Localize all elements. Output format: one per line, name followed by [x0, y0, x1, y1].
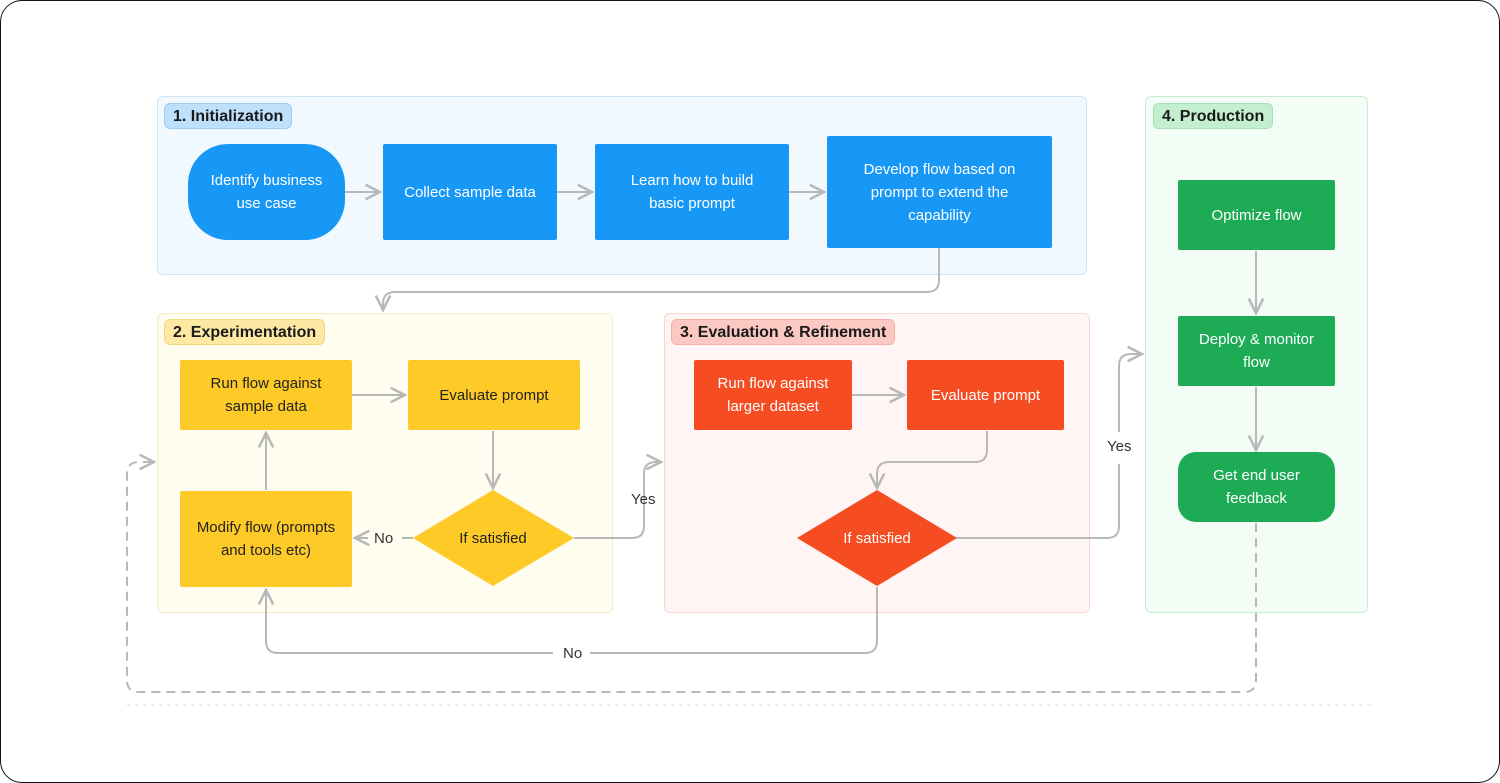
- section-title-production: 4. Production: [1153, 103, 1274, 129]
- edge-eval-yes-to-production: [956, 464, 1120, 539]
- node-identify-use-case: Identify business use case: [188, 144, 345, 240]
- section-title-experimentation: 2. Experimentation: [164, 319, 326, 345]
- node-evaluate-prompt-exp: Evaluate prompt: [408, 360, 580, 430]
- node-learn-basic-prompt: Learn how to build basic prompt: [595, 144, 789, 240]
- node-run-flow-larger: Run flow against larger dataset: [694, 360, 852, 430]
- edge-develop-to-run-sample: [383, 248, 940, 310]
- edge-if-satisfied-yes: [574, 462, 661, 539]
- edge-label-yes-eval: Yes: [1107, 438, 1132, 455]
- edge-label-no-eval: No: [561, 645, 585, 662]
- edge-eval-no-to-modify-2: [266, 590, 553, 654]
- edge-evaluate-to-if-satisfied-eval: [877, 431, 988, 488]
- decision-if-satisfied-eval: If satisfied: [843, 529, 911, 547]
- section-title-initialization: 1. Initialization: [164, 103, 293, 129]
- node-optimize-flow: Optimize flow: [1178, 180, 1335, 250]
- node-deploy-monitor: Deploy & monitor flow: [1178, 316, 1335, 386]
- section-title-evaluation: 3. Evaluation & Refinement: [671, 319, 896, 345]
- node-develop-flow: Develop flow based on prompt to extend t…: [827, 136, 1052, 248]
- edge-feedback-loop: [126, 462, 1257, 693]
- node-run-flow-sample: Run flow against sample data: [180, 360, 352, 430]
- node-evaluate-prompt-eval: Evaluate prompt: [907, 360, 1064, 430]
- decision-if-satisfied-eval-shape: [797, 490, 957, 586]
- node-collect-sample-data: Collect sample data: [383, 144, 557, 240]
- decision-if-satisfied-exp: If satisfied: [459, 529, 527, 547]
- node-end-user-feedback: Get end user feedback: [1178, 452, 1335, 522]
- edge-eval-no-to-modify: [590, 587, 878, 654]
- edge-eval-yes-to-production-2: [1118, 354, 1142, 432]
- decision-if-satisfied-exp-shape: [413, 490, 574, 586]
- node-modify-flow: Modify flow (prompts and tools etc): [180, 491, 352, 587]
- edge-label-yes-exp: Yes: [631, 491, 656, 508]
- edge-label-no-exp: No: [374, 530, 394, 547]
